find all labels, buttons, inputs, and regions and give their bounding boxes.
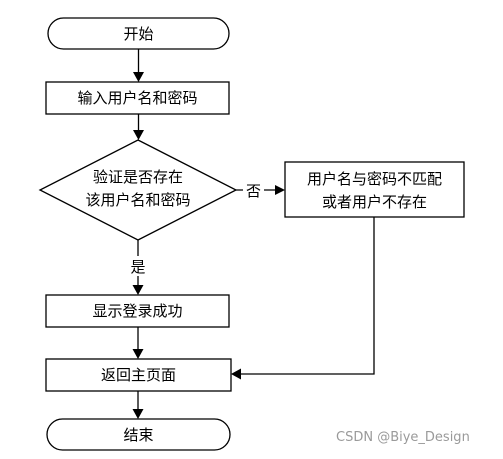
decision-label-line2: 该用户名和密码 [85,191,190,209]
yes-label-bg [127,256,149,276]
error-process-box [284,161,465,218]
no-branch-label: 否 [246,182,261,200]
input-process-label: 输入用户名和密码 [77,89,197,107]
arrowhead-success-to-return [132,349,144,359]
arrowhead-input-to-decision [133,130,144,140]
input-process-box [45,81,230,115]
error-label-line1: 用户名与密码不匹配 [307,170,442,188]
return-process-box [45,358,232,392]
arrow-error-to-return [239,217,375,375]
arrowhead-decision-to-success [132,285,144,295]
yes-branch-label: 是 [130,258,145,276]
watermark: CSDN @Biye_Design [336,430,470,445]
arrowhead-decision-to-error [275,185,285,195]
no-label-bg [243,180,264,200]
arrowhead-return-to-end [132,409,144,419]
arrowhead-start-to-input [133,72,144,82]
return-process-label: 返回主页面 [101,366,176,384]
decision-label-line1: 验证是否存在 [93,168,183,186]
arrowhead-error-to-return [231,368,241,380]
end-label: 结束 [123,426,153,444]
decision-diamond [38,139,238,241]
success-process-label: 显示登录成功 [92,302,182,320]
start-label: 开始 [123,25,153,43]
end-terminal [46,418,231,451]
error-label-line2: 或者用户不存在 [322,193,427,211]
